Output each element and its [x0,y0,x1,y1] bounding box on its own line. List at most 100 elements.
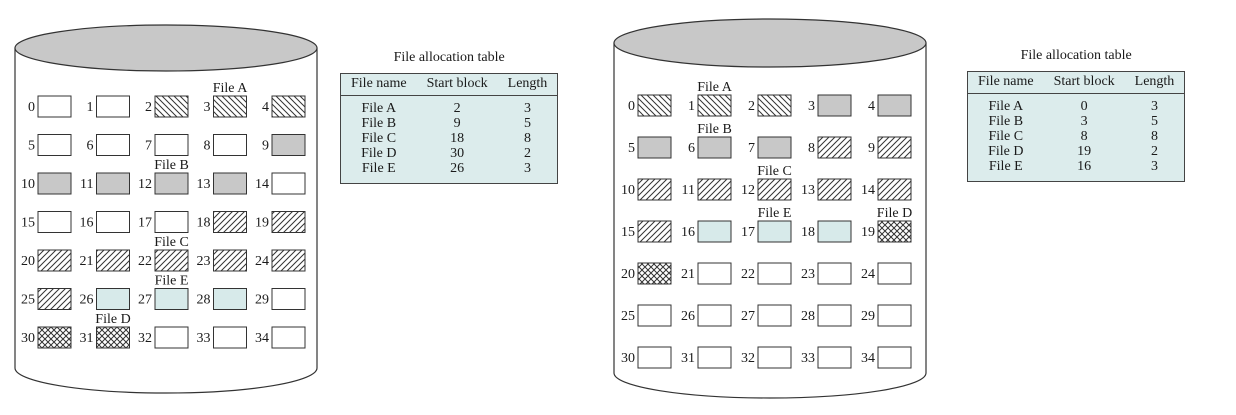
disk-block-21 [697,262,732,285]
disk-block-25 [637,304,672,327]
disk-block-29 [271,288,306,310]
disk-block-34 [877,346,912,369]
cell-file-name: File A [361,101,397,116]
disk-block-6 [96,134,130,156]
disk-block-12 [154,172,189,195]
disk-block-4 [271,95,306,118]
file-allocation-table-contiguous: File allocation table File name Start bl… [340,50,559,184]
file-label: File C [154,235,189,250]
disk-block-12 [757,178,792,201]
cell-file-name: File E [361,161,396,176]
disk-block-9 [271,134,306,156]
disk-block-3 [213,95,247,118]
disk-block-11 [96,172,130,195]
disk-block-30 [37,326,72,349]
disk-block-33 [817,346,852,369]
disk-block-18 [817,220,852,243]
block-number: 23 [801,267,815,282]
disk-block-16 [96,211,130,233]
block-number: 6 [688,141,695,156]
disk-block-22 [757,262,792,285]
block-number: 33 [801,351,815,366]
block-number: 14 [255,177,269,192]
block-number: 19 [861,225,875,240]
disk-block-11 [697,178,732,201]
disk-block-2 [154,95,189,118]
block-number: 22 [138,254,152,269]
disk-block-27 [154,288,189,310]
cell-file-name: File B [988,114,1024,129]
block-number: 4 [262,100,269,115]
block-number: 16 [80,216,94,231]
disk-block-34 [271,326,306,349]
block-number: 30 [21,331,35,346]
block-number: 28 [801,309,815,324]
block-number: 2 [748,99,755,114]
block-number: 4 [868,99,875,114]
disk-block-5 [637,136,672,159]
block-number: 13 [197,177,211,192]
disk-block-30 [637,346,672,369]
disk-block-8 [817,136,852,159]
block-number: 26 [80,293,94,308]
cell-start-block: 0 [1080,99,1088,114]
disk-block-2 [757,94,792,117]
block-number: 22 [741,267,755,282]
disk-block-23 [817,262,852,285]
cell-length: 2 [1150,144,1158,159]
disk-block-19 [877,220,912,243]
cell-start-block: 30 [450,146,465,161]
disk-block-0 [637,94,672,117]
disk-block-21 [96,249,130,272]
block-number: 14 [861,183,875,198]
block-number: 13 [801,183,815,198]
disk-block-15 [37,211,72,233]
disk-top [14,24,318,72]
disk-block-31 [96,326,130,349]
block-number: 28 [197,293,211,308]
file-label: File E [758,206,792,221]
cell-file-name: File C [361,131,397,146]
disk-block-28 [817,304,852,327]
cell-start-block: 9 [453,116,461,131]
block-number: 17 [741,225,755,240]
file-label: File D [877,206,912,221]
block-number: 9 [262,139,269,154]
block-number: 11 [682,183,695,198]
cell-file-name: File E [988,159,1023,174]
header-length: Length [497,73,558,96]
file-label: File E [155,274,189,289]
block-number: 5 [628,141,635,156]
block-number: 29 [255,293,269,308]
cell-file-name: File D [988,144,1024,159]
disk-block-17 [757,220,792,243]
block-number: 10 [21,177,35,192]
disk-block-10 [637,178,672,201]
block-number: 25 [21,293,35,308]
disk-block-1 [96,95,130,118]
block-number: 18 [197,216,211,231]
disk-block-28 [213,288,247,310]
disk-block-31 [697,346,732,369]
block-number: 21 [80,254,94,269]
disk-block-7 [154,134,189,156]
header-start-block: Start block [1043,71,1125,94]
block-number: 7 [145,139,152,154]
disk-block-20 [637,262,672,285]
header-length: Length [1124,71,1185,94]
block-number: 1 [688,99,695,114]
block-number: 33 [197,331,211,346]
block-number: 24 [861,267,875,282]
disk-block-5 [37,134,72,156]
disk-block-15 [637,220,672,243]
block-number: 20 [621,267,635,282]
